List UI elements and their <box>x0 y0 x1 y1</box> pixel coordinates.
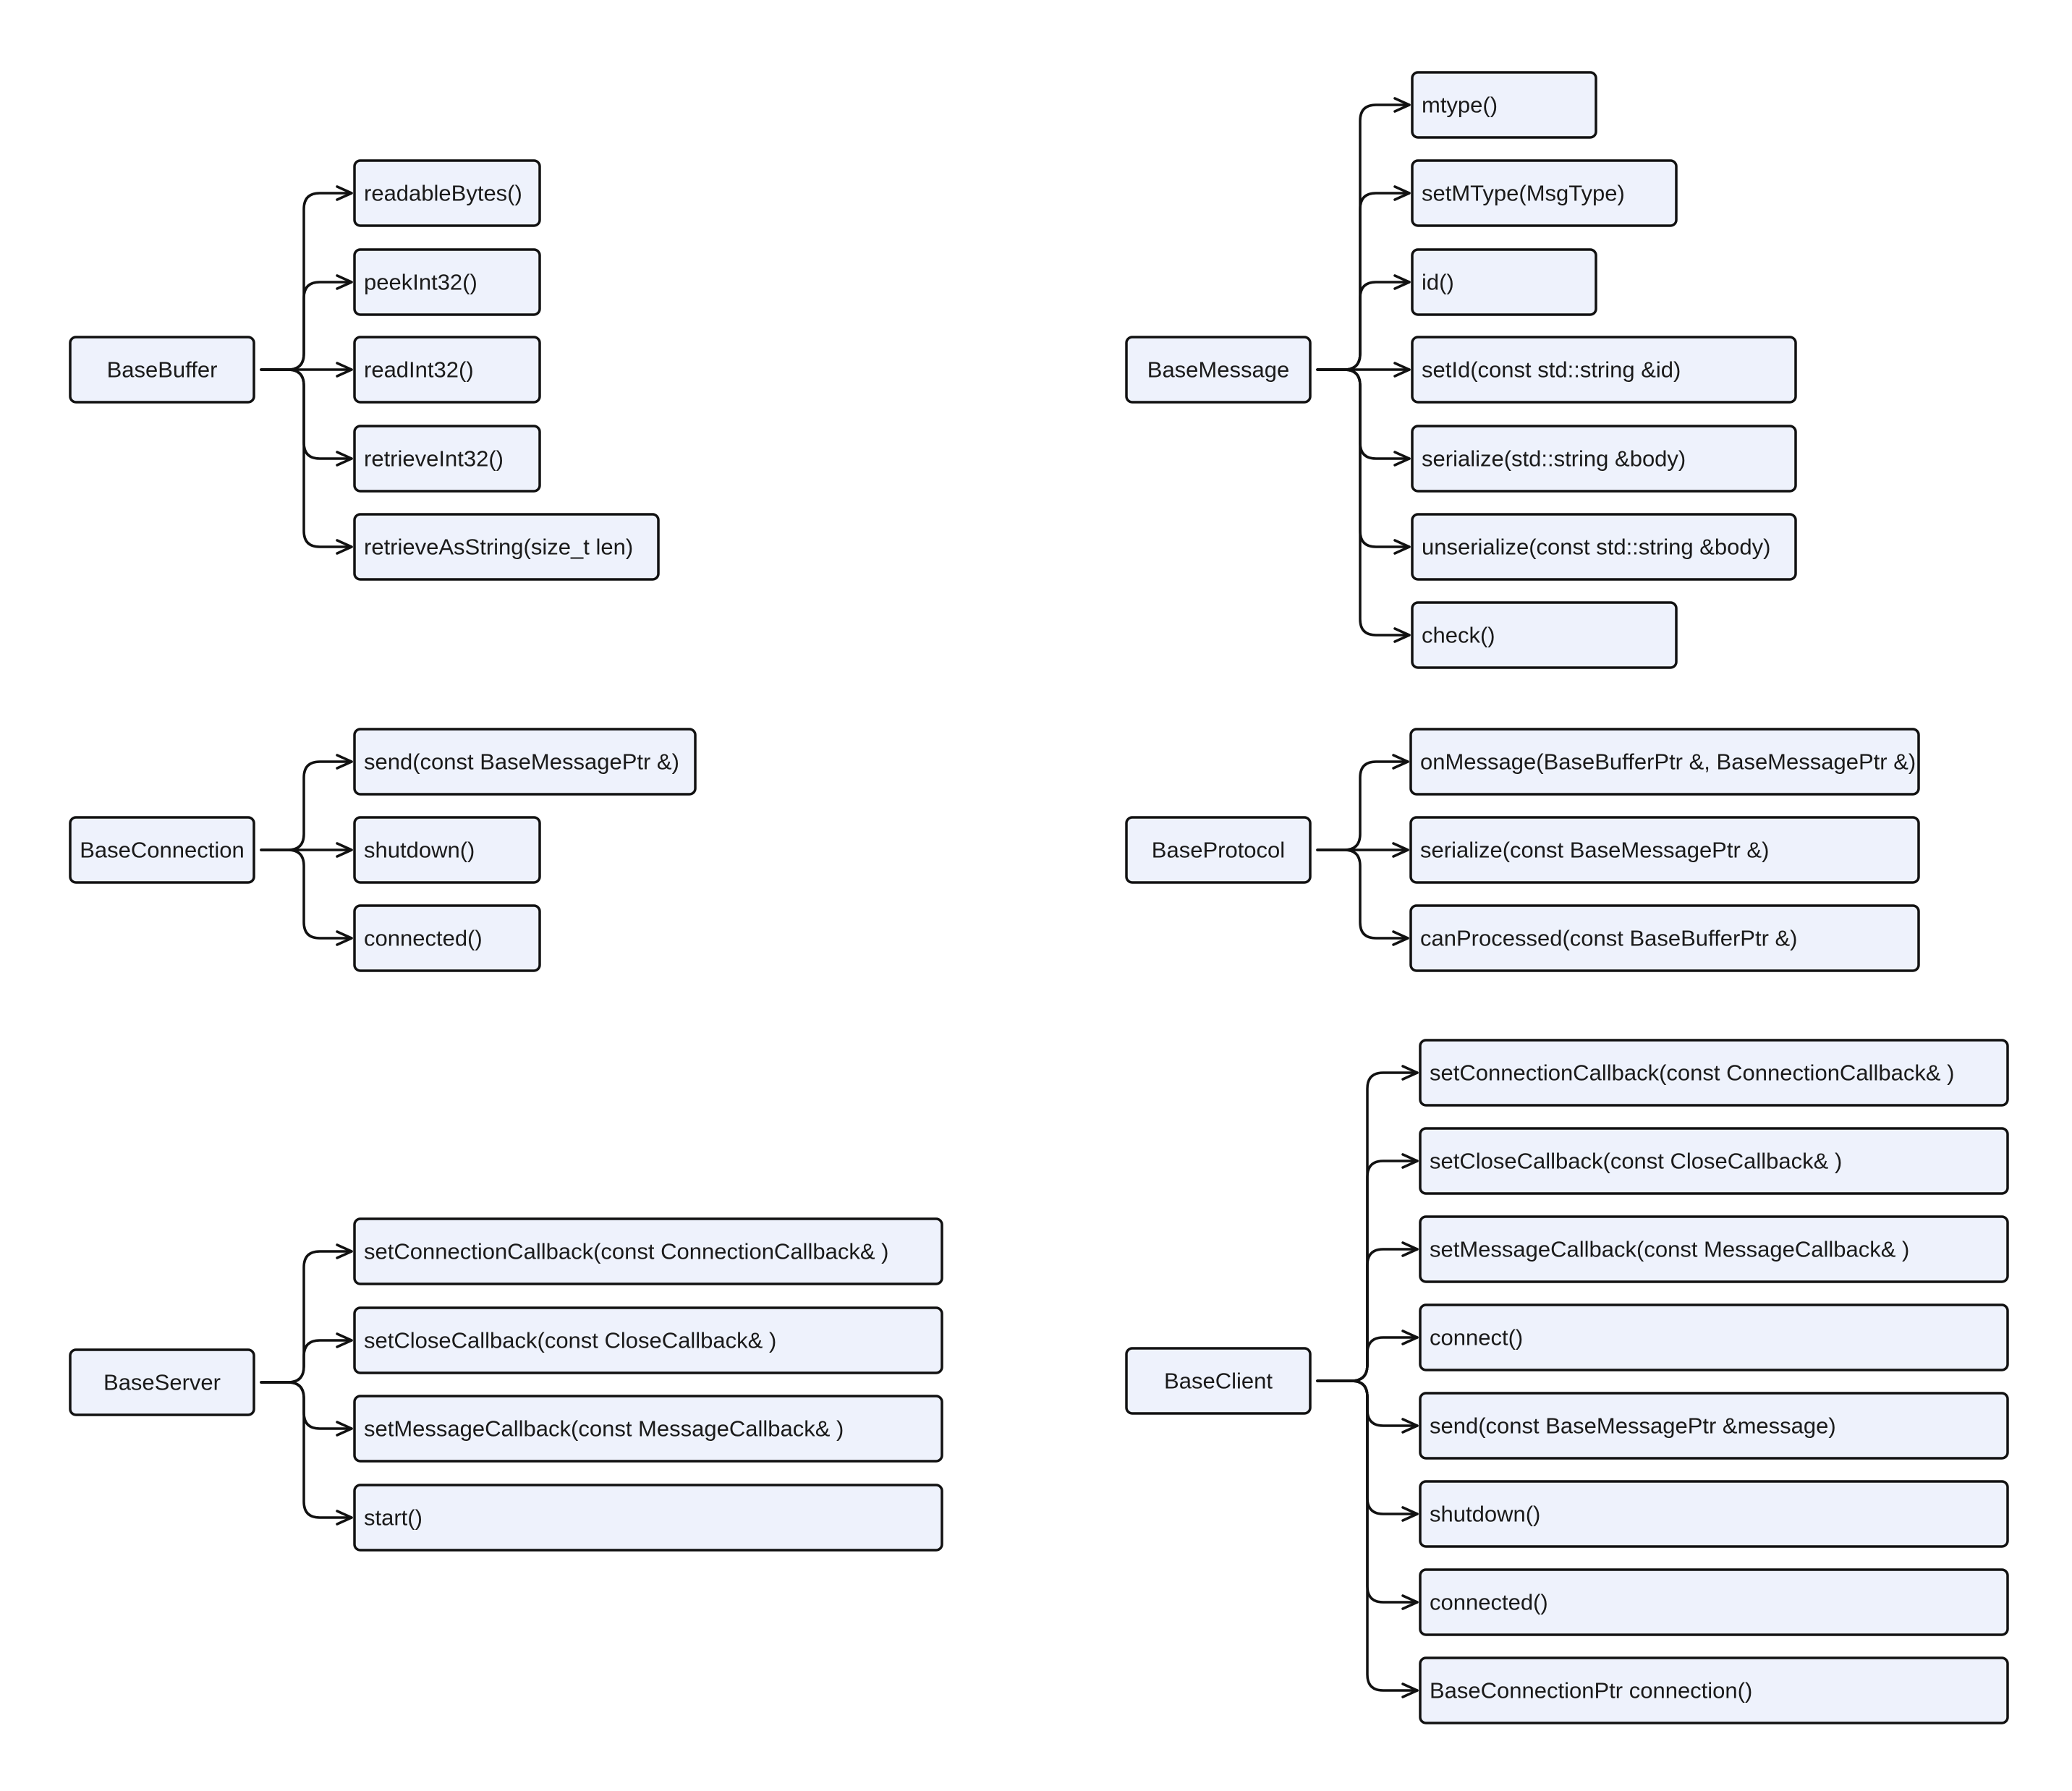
class-node <box>1125 336 1312 404</box>
method-label: id() <box>1422 270 1454 295</box>
method-label: send(const BaseMessagePtr &message) <box>1430 1413 1836 1439</box>
method-label: mtype() <box>1422 93 1498 118</box>
connector-arrow <box>1316 1330 1419 1382</box>
method-label: BaseConnectionPtr connection() <box>1430 1678 1752 1703</box>
connector-arrow <box>260 1243 353 1384</box>
method-node <box>353 816 541 884</box>
method-label: readableBytes() <box>364 181 522 206</box>
method-label: setMType(MsgType) <box>1422 181 1625 206</box>
method-node <box>353 513 660 581</box>
method-label: setMessageCallback(const MessageCallback… <box>1430 1237 1909 1262</box>
class-name: BaseMessage <box>1147 357 1289 383</box>
method-node <box>1409 728 1920 796</box>
method-label: unserialize(const std::string &body) <box>1422 535 1770 560</box>
method-label: onMessage(BaseBufferPtr &, BaseMessagePt… <box>1420 749 1916 775</box>
method-label: readInt32() <box>364 357 474 383</box>
method-label: start() <box>364 1505 423 1531</box>
method-node <box>1409 816 1920 884</box>
method-node <box>353 159 541 227</box>
method-label: connect() <box>1430 1325 1523 1350</box>
method-label: send(const BaseMessagePtr &) <box>364 749 679 775</box>
connector-arrow <box>260 1332 353 1384</box>
method-label: setConnectionCallback(const ConnectionCa… <box>364 1239 888 1264</box>
method-node <box>353 336 541 404</box>
connector-arrow <box>1316 274 1411 371</box>
class-node <box>69 336 255 404</box>
method-node <box>353 904 541 972</box>
class-name: BaseProtocol <box>1152 838 1285 863</box>
class-name: BaseConnection <box>80 838 245 863</box>
method-node <box>353 1217 943 1285</box>
method-label: serialize(std::string &body) <box>1422 446 1686 472</box>
method-label: retrieveInt32() <box>364 446 504 472</box>
method-node <box>353 1484 943 1552</box>
class-name: BaseClient <box>1164 1369 1273 1394</box>
connector-arrow <box>260 1381 353 1437</box>
method-label: setMessageCallback(const MessageCallback… <box>364 1416 844 1442</box>
method-node <box>1411 159 1678 227</box>
method-node <box>1419 1568 2009 1636</box>
connector-arrow <box>1316 848 1409 946</box>
connector-arrow <box>260 368 353 467</box>
method-node <box>1419 1480 2009 1548</box>
method-node <box>1411 425 1797 493</box>
connector-arrow <box>260 848 353 946</box>
method-node <box>1419 1303 2009 1371</box>
method-node <box>1411 71 1597 139</box>
connector-arrow <box>260 1381 353 1526</box>
method-node <box>1419 1127 2009 1195</box>
method-label: setConnectionCallback(const ConnectionCa… <box>1430 1060 1954 1086</box>
class-node <box>69 816 255 884</box>
class-group-baseconnection: BaseConnection send(const BaseMessagePtr … <box>69 728 697 972</box>
connector-arrow <box>1316 368 1411 643</box>
method-label: connected() <box>1430 1590 1548 1615</box>
method-label: retrieveAsString(size_t len) <box>364 535 633 560</box>
class-group-baseprotocol: BaseProtocol onMessage(BaseBufferPtr &, B… <box>1125 728 1920 972</box>
class-node <box>1125 1347 1312 1415</box>
method-label: canProcessed(const BaseBufferPtr &) <box>1420 926 1798 951</box>
connector-arrow <box>1316 368 1411 467</box>
method-label: setCloseCallback(const CloseCallback& ) <box>364 1328 776 1353</box>
connector-arrow <box>1316 97 1411 371</box>
method-node <box>1419 1215 2009 1283</box>
method-node <box>353 248 541 316</box>
connector-arrow <box>260 368 353 555</box>
method-node <box>1419 1039 2009 1107</box>
class-name: BaseBuffer <box>107 357 218 383</box>
class-group-baseclient: BaseClient setConnectionCallback(const Co… <box>1125 1039 2009 1724</box>
class-node <box>69 1348 255 1416</box>
connector-arrow <box>1316 754 1409 851</box>
method-node <box>1411 601 1678 669</box>
method-node <box>1411 513 1797 581</box>
connector-arrow <box>1316 1379 1419 1698</box>
method-label: peekInt32() <box>364 270 477 295</box>
method-node <box>353 425 541 493</box>
method-node <box>353 1306 943 1374</box>
method-node <box>1411 248 1597 316</box>
method-label: shutdown() <box>364 838 475 863</box>
method-node <box>353 1395 943 1463</box>
method-label: setId(const std::string &id) <box>1422 357 1681 383</box>
class-group-basemessage: BaseMessage mtype() setMType(MsgType) id() s… <box>1125 71 1797 669</box>
method-label: serialize(const BaseMessagePtr &) <box>1420 838 1769 863</box>
method-label: setCloseCallback(const CloseCallback& ) <box>1430 1149 1842 1174</box>
method-node <box>1419 1392 2009 1460</box>
class-name: BaseServer <box>103 1370 221 1395</box>
method-label: check() <box>1422 623 1495 648</box>
method-node <box>353 728 697 796</box>
method-label: connected() <box>364 926 483 951</box>
class-group-baseserver: BaseServer setConnectionCallback(const Co… <box>69 1217 943 1552</box>
method-node <box>1409 904 1920 972</box>
method-label: shutdown() <box>1430 1502 1540 1527</box>
method-node <box>1419 1656 2009 1724</box>
method-node <box>1411 336 1797 404</box>
class-node <box>1125 816 1312 884</box>
connector-arrow <box>260 754 353 851</box>
connector-arrow <box>260 274 353 371</box>
class-group-basebuffer: BaseBuffer readableBytes() peekInt32() read… <box>69 159 660 581</box>
